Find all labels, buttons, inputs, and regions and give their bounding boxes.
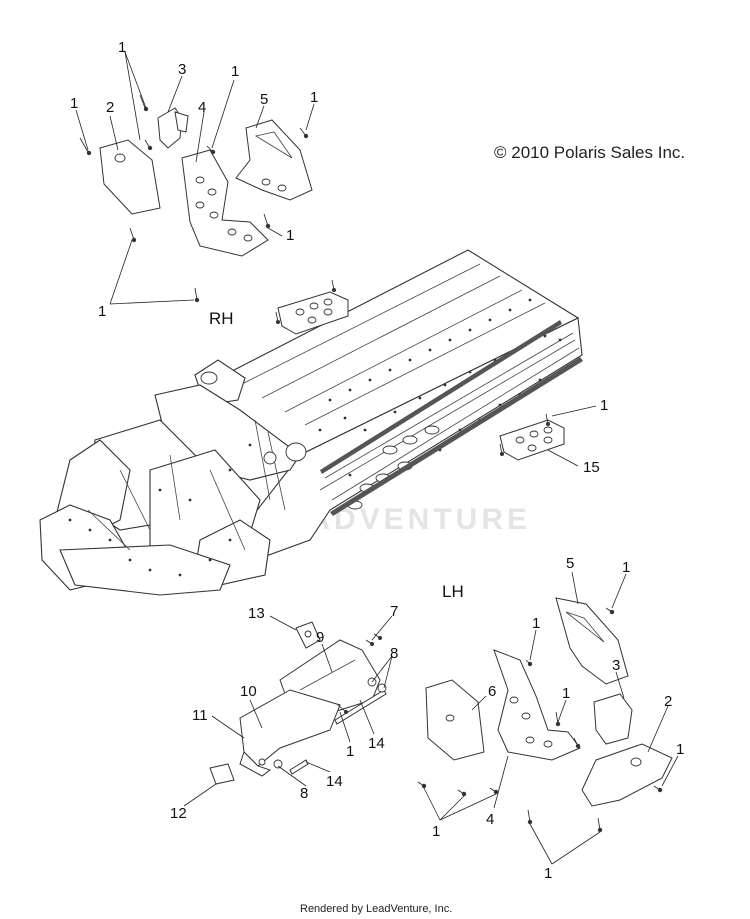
callout-rh-1e: 1 [286,227,294,244]
callout-lh-1e: 1 [432,823,440,840]
callout-14a: 14 [368,735,385,752]
callout-rh-5: 5 [260,91,268,108]
lh-rivets [417,607,663,833]
side-label-lh: LH [442,582,464,601]
callout-14b: 14 [326,773,343,790]
rh-part-5-cover [235,119,313,201]
callout-lh-1b: 1 [532,615,540,632]
copyright-text: © 2010 Polaris Sales Inc. [494,143,685,162]
callout-lh-6: 6 [488,683,496,700]
rh-rivets [79,94,309,303]
rh-part-2-bracket [99,139,161,215]
rh-part-4-footrest [181,149,269,257]
part-13-clip [295,621,321,649]
lh-part-5-cover [555,597,629,685]
callout-8a: 8 [390,645,398,662]
callout-12: 12 [170,805,187,822]
callout-rh-1a: 1 [118,39,126,56]
lh-part-3-bracket [593,693,633,745]
callout-lh-3: 3 [612,657,620,674]
leader-lines [75,51,679,865]
callout-8b: 8 [300,785,308,802]
callout-1-center: 1 [346,743,354,760]
footer-credit: Rendered by LeadVenture, Inc. [300,903,452,915]
part-15-footrest [499,413,565,461]
callout-rh-3: 3 [178,61,186,78]
callout-labels: 1 3 1 5 1 1 2 4 1 1 1 15 13 9 7 8 10 11 … [70,39,684,882]
part-12-plate [209,763,235,785]
callout-10: 10 [240,683,257,700]
callout-mid-15: 15 [583,459,600,476]
callout-11: 11 [192,707,208,724]
callout-lh-1d: 1 [676,741,684,758]
side-label-rh: RH [209,309,234,328]
callout-13: 13 [248,605,265,622]
lh-part-4-footrest [493,649,581,761]
chassis-frame [39,249,583,596]
callout-rh-1f: 1 [98,303,106,320]
rh-part-3-bracket [157,107,189,149]
callout-lh-1f: 1 [544,865,552,882]
part-7-screws [337,633,382,714]
lh-part-6-bracket [425,679,485,761]
callout-rh-1b: 1 [231,63,239,80]
rh-mid-footrest [275,279,349,335]
callout-9: 9 [316,629,324,646]
callout-rh-2: 2 [106,99,114,116]
callout-lh-2: 2 [664,693,672,710]
callout-lh-1c: 1 [562,685,570,702]
callout-rh-4: 4 [198,99,206,116]
callout-mid-1: 1 [600,397,608,414]
callout-lh-5: 5 [566,555,574,572]
callout-rh-1c: 1 [310,89,318,106]
part-10-11-guard [239,689,341,777]
callout-rh-1d: 1 [70,95,78,112]
lh-part-2-bracket [581,743,673,807]
callout-lh-4: 4 [486,811,494,828]
callout-lh-1a: 1 [622,559,630,576]
part-14-pins [289,689,387,775]
callout-7: 7 [390,603,398,620]
